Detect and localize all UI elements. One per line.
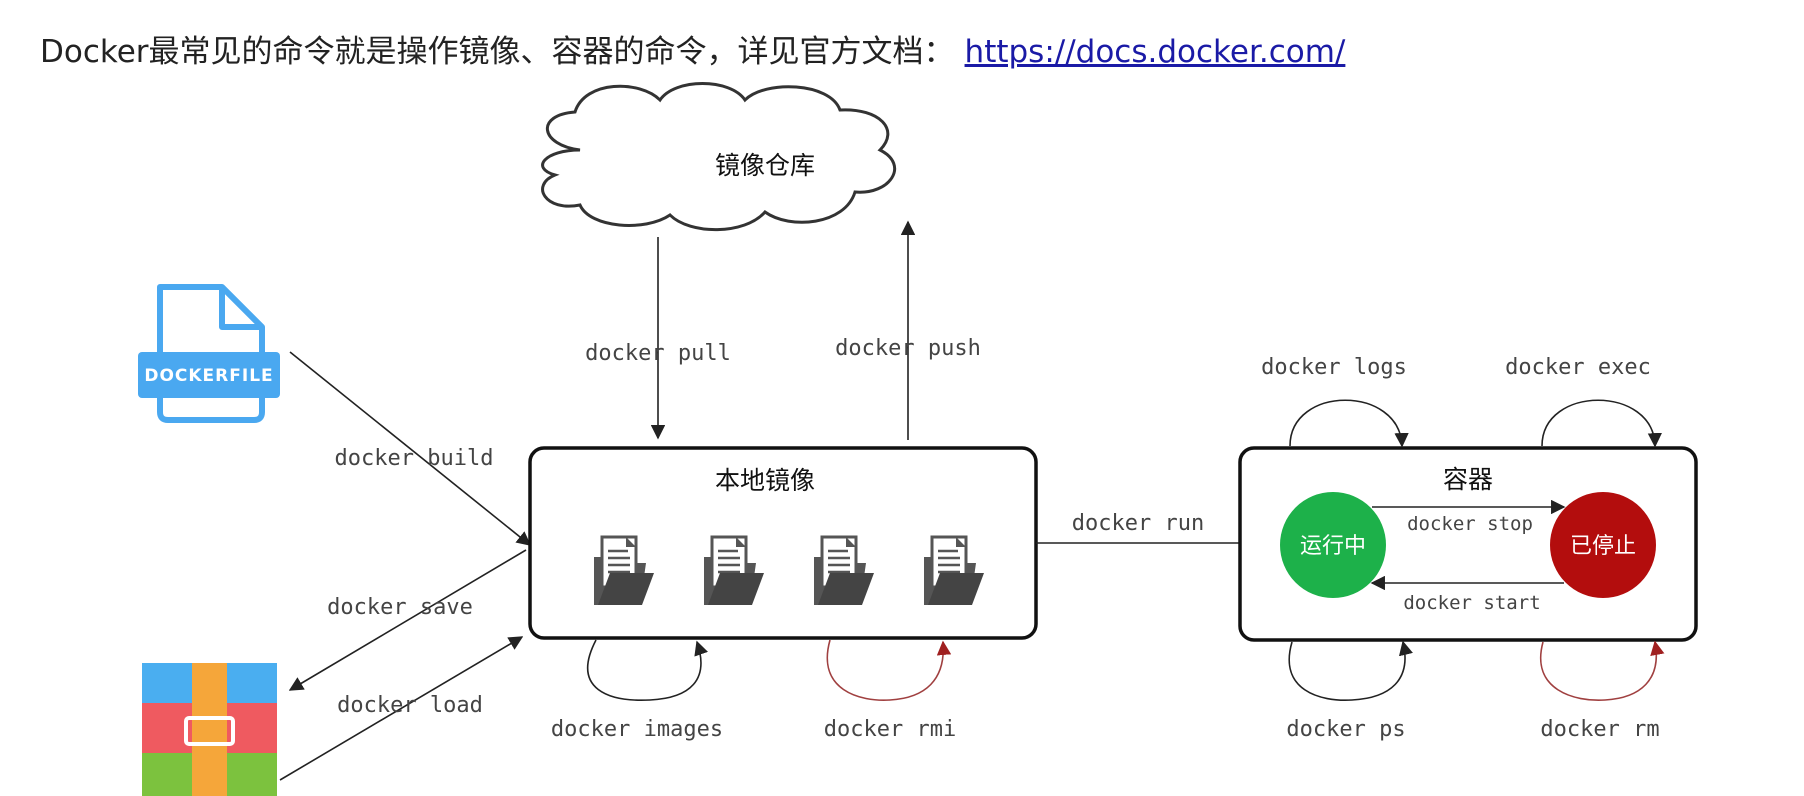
registry-label: 镜像仓库 xyxy=(715,151,815,180)
cloud-icon xyxy=(541,82,897,232)
load-arrow xyxy=(279,636,524,781)
save-arrow xyxy=(288,549,527,691)
rmi-label: docker rmi xyxy=(824,717,956,742)
build-arrow xyxy=(289,351,532,546)
load-label: docker load xyxy=(337,693,483,718)
local-images-label: 本地镜像 xyxy=(715,466,815,495)
run-label: docker run xyxy=(1072,511,1204,536)
container-label: 容器 xyxy=(1443,465,1493,494)
docs-link[interactable]: https://docs.docker.com/ xyxy=(964,34,1346,70)
images-label: docker images xyxy=(551,717,723,742)
dockerfile-icon: DOCKERFILE xyxy=(138,284,280,423)
pull-label: docker pull xyxy=(585,341,731,366)
logs-loop xyxy=(1289,399,1409,448)
start-label: docker start xyxy=(1403,592,1540,614)
heading-text: Docker最常见的命令就是操作镜像、容器的命令，详见官方文档： xyxy=(40,34,955,70)
rm-label: docker rm xyxy=(1540,717,1659,742)
stop-label: docker stop xyxy=(1407,513,1533,535)
stopped-state xyxy=(1550,492,1656,598)
page-heading: Docker最常见的命令就是操作镜像、容器的命令，详见官方文档：https://… xyxy=(40,26,1345,71)
archive-icon xyxy=(142,663,277,796)
save-label: docker save xyxy=(327,595,473,620)
images-loop xyxy=(587,639,709,701)
logs-label: docker logs xyxy=(1261,355,1407,380)
rm-loop xyxy=(1540,640,1665,701)
ps-loop xyxy=(1288,640,1413,701)
running-label: 运行中 xyxy=(1300,534,1366,559)
rmi-loop xyxy=(826,639,952,701)
ps-label: docker ps xyxy=(1286,717,1405,742)
exec-label: docker exec xyxy=(1505,355,1651,380)
exec-loop xyxy=(1541,399,1662,448)
dockerfile-label: DOCKERFILE xyxy=(144,366,273,386)
running-state xyxy=(1280,492,1386,598)
stopped-label: 已停止 xyxy=(1570,534,1636,559)
build-label: docker build xyxy=(335,446,494,471)
push-label: docker push xyxy=(835,336,981,361)
